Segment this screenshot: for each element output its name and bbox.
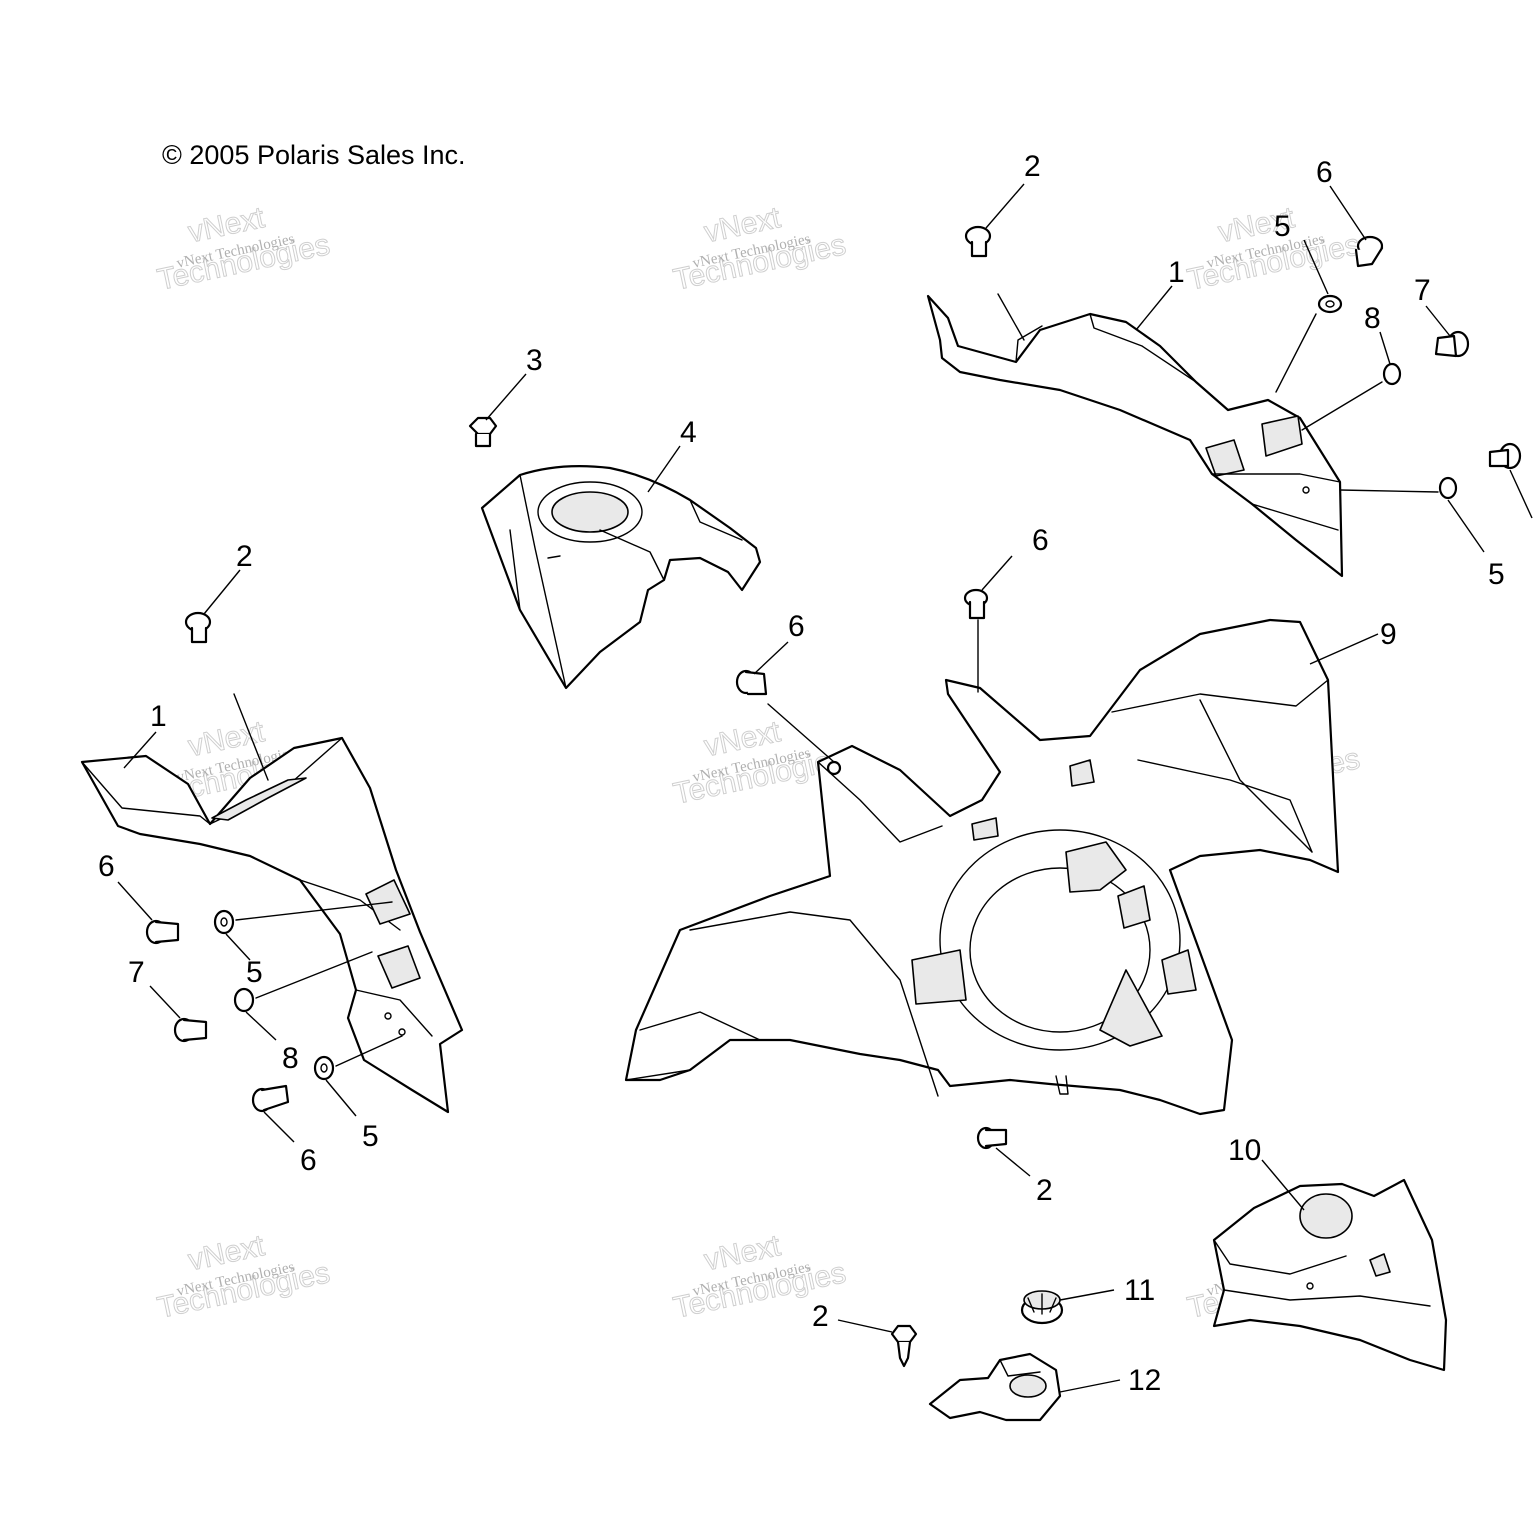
fender-screw [826,760,842,776]
bolt-2-fender [976,1126,1008,1150]
watermark-1: vNext vNext Technologies Technologies [154,201,333,298]
part-10-headlight-housing [1212,1178,1448,1372]
watermark-3: vNext vNext Technologies Technologies [1184,201,1363,298]
part-12-bracket [928,1352,1062,1422]
callout-8-left: 8 [282,1042,299,1075]
washer-5-left-b [313,1055,335,1081]
washer-5-left-a-hole [220,917,228,927]
callout-10: 10 [1228,1134,1261,1167]
assembly-lines [233,293,1439,1067]
washer-8-left [233,987,255,1013]
callout-6-leftcenter: 6 [788,610,805,643]
part-1-right-shroud [926,294,1344,578]
callout-5-left-a: 5 [246,956,263,989]
bolt-6-top [1354,235,1384,268]
bolt-6-leftcenter [735,669,768,696]
bolt-right-edge [1488,442,1522,470]
callout-7-top: 7 [1414,274,1431,307]
callout-1-right: 1 [1168,256,1185,289]
washer-8-top [1382,362,1402,386]
part-4-pod-cover [480,465,762,690]
part-1-left-shroud [80,736,464,1114]
callout-5-left-b: 5 [362,1120,379,1153]
copyright-notice: © 2005 Polaris Sales Inc. [162,140,466,170]
bolt-6-center [963,588,989,620]
part-9-front-fender [624,618,1340,1116]
watermark-7: vNext vNext Technologies Technologies [154,1229,333,1326]
callout-7-left: 7 [128,956,145,989]
bolt-6-left [145,919,180,945]
callout-2-top: 2 [1024,150,1041,183]
callout-3: 3 [526,344,543,377]
callout-2-bottom: 2 [812,1300,829,1333]
callout-5-right: 5 [1488,558,1505,591]
callout-6-left: 6 [98,850,115,883]
bolt-2-top [964,225,992,258]
callout-9: 9 [1380,618,1397,651]
callout-12: 12 [1128,1364,1161,1397]
washer-5-top-hole [1325,300,1335,308]
washer-5-right [1438,476,1458,500]
bolt-6-lower-left [251,1084,290,1113]
leader-lines [117,183,1533,1393]
fasteners [145,225,1522,1368]
callout-6-top: 6 [1316,156,1333,189]
callout-4: 4 [680,416,697,449]
callout-8-top: 8 [1364,302,1381,335]
callout-11: 11 [1124,1274,1155,1307]
bolt-7-top [1434,330,1470,358]
bolt-3 [468,416,498,448]
callout-5-top: 5 [1274,210,1291,243]
bolt-2-left [184,611,212,644]
callout-1-left: 1 [150,700,167,733]
washer-5-left-b-hole [320,1063,328,1073]
screw-2-bottom [890,1324,918,1368]
part-11-grommet [1020,1290,1064,1325]
callout-2-left: 2 [236,540,253,573]
washer-5-left-a [213,909,235,935]
callout-6-center: 6 [1032,524,1049,557]
washer-5-top [1317,294,1343,314]
callout-labels: 2 6 5 1 7 8 5 3 4 2 1 6 5 7 8 5 6 6 6 9 … [98,150,1505,1397]
bolt-7-left [173,1017,208,1043]
callout-2-fender: 2 [1036,1174,1053,1207]
watermark-2: vNext vNext Technologies Technologies [670,201,849,298]
callout-6-lower-left: 6 [300,1144,317,1177]
